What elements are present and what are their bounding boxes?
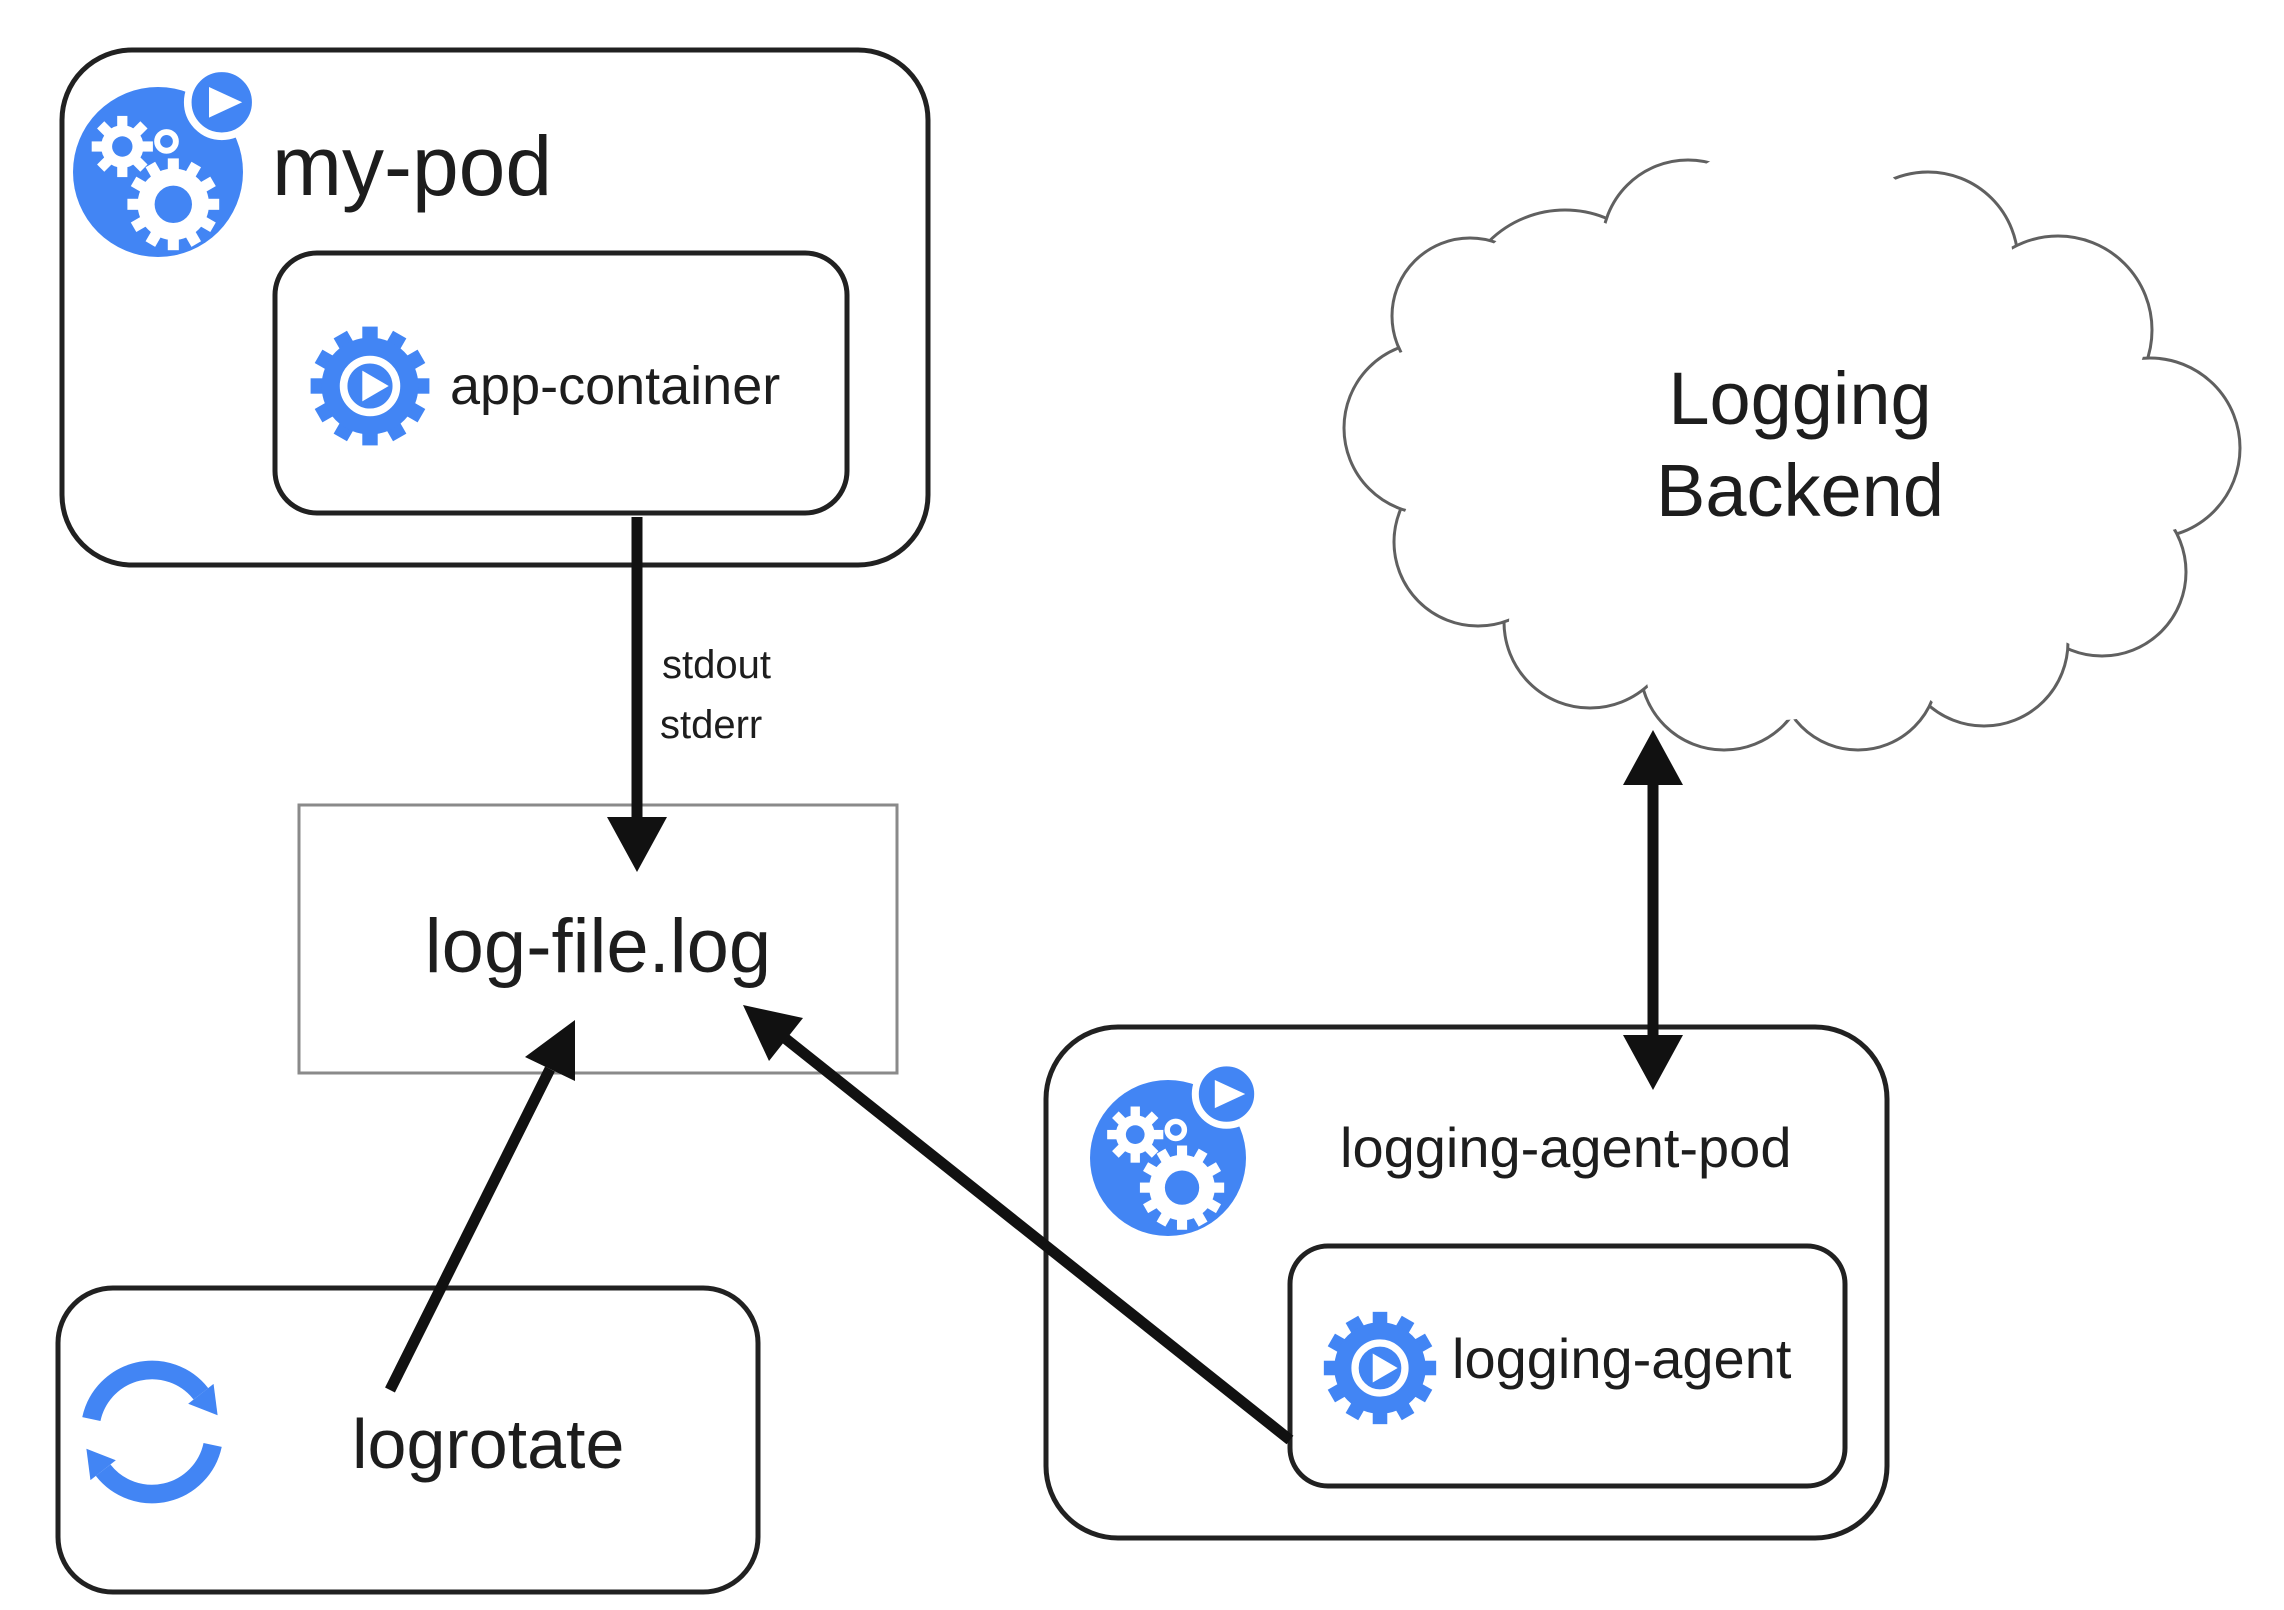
logging-backend-label-line2: Backend [1656,449,1944,532]
stdout-label: stdout [662,643,771,687]
stdout-stderr-arrow-head [607,817,667,872]
backend-sync-arrow-head-top [1623,730,1683,785]
logrotate-to-logfile-arrow-head [525,1020,575,1081]
backend-sync-arrow-head-bottom [1623,1035,1683,1090]
logrotate-label: logrotate [352,1405,624,1483]
logrotate-box [55,1285,761,1595]
log-file-box [297,803,899,1075]
logging-agent-label: logging-agent [1452,1327,1792,1390]
logging-backend-label-line1: Logging [1668,357,1931,440]
logging-agent-box [1287,1243,1848,1489]
app-container-label: app-container [450,356,780,416]
logging-backend-cloud [1342,140,2242,752]
my-pod-label: my-pod [272,119,552,213]
logging-agent-pod-label: logging-agent-pod [1340,1116,1791,1179]
agent-to-logfile-arrow-line [782,1034,1294,1445]
app-container-box [272,250,850,516]
agent-to-logfile-arrow-head [743,1005,803,1061]
stderr-label: stderr [660,703,762,747]
log-file-label: log-file.log [425,904,771,989]
logrotate-to-logfile-arrow-line [385,1066,555,1393]
